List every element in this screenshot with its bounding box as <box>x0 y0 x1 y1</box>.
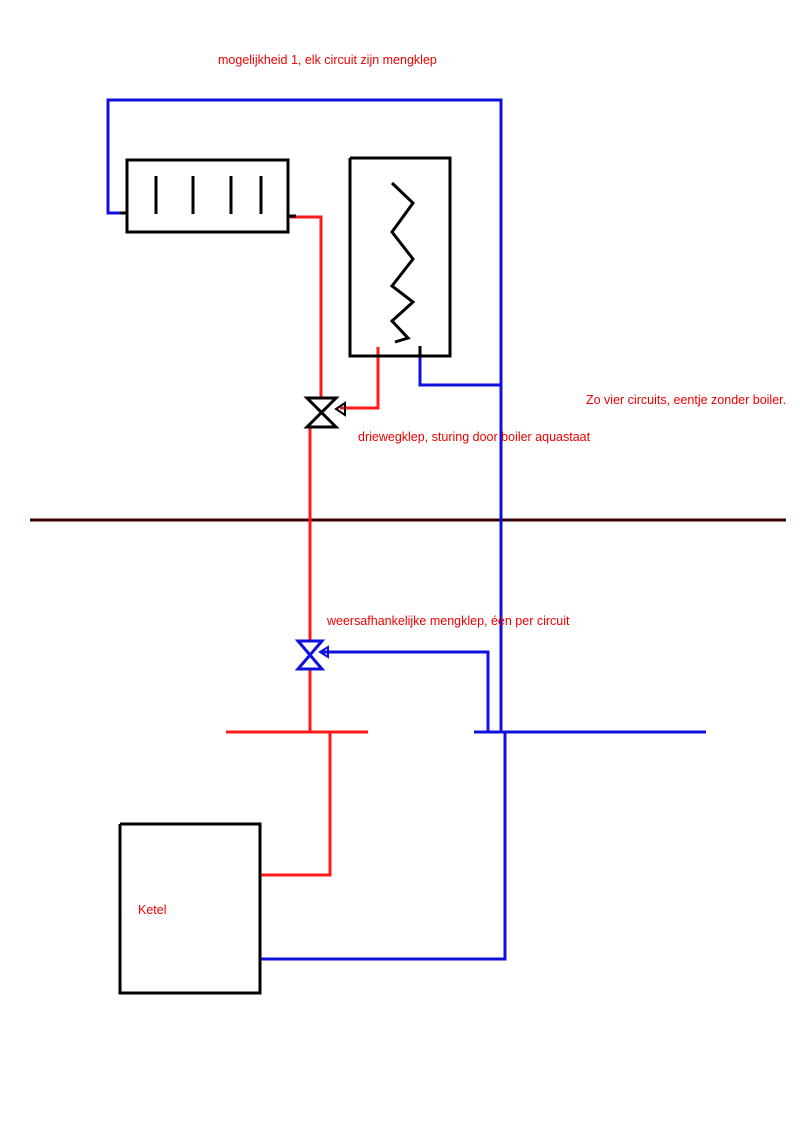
mixing-valve-icon <box>294 639 329 671</box>
three-way-valve-body <box>303 396 340 429</box>
boiler-label: Ketel <box>138 903 167 917</box>
three-way-valve-label: driewegklep, sturing door boiler aquasta… <box>358 430 591 444</box>
heating-coil <box>389 181 416 344</box>
three-way-valve-icon <box>303 396 346 429</box>
boiler-return-pipe <box>260 732 507 961</box>
radiator-icon <box>120 158 296 234</box>
boiler-casing <box>118 822 262 995</box>
mixing-valve-label: weersafhankelijke mengklep, één per circ… <box>326 614 570 628</box>
radiator-body <box>125 158 290 234</box>
mixing-valve-body <box>294 639 326 671</box>
supply-piping <box>226 215 380 877</box>
mixing-valve-arrow <box>318 645 329 659</box>
water-heater-return-pipe <box>418 350 501 387</box>
boiler-supply-pipe <box>260 732 332 877</box>
three-way-valve-actuator <box>334 401 346 417</box>
circuits-note-label: Zo vier circuits, eentje zonder boiler. <box>586 393 786 407</box>
return-loop-top <box>106 98 503 732</box>
return-piping <box>106 98 706 961</box>
boiler-icon <box>118 822 262 995</box>
water-heater-supply-pipe <box>340 347 380 410</box>
radiator-supply-pipe <box>290 215 323 399</box>
water-heater-icon <box>348 156 452 358</box>
water-heater-tank <box>348 156 452 358</box>
title-label: mogelijkheid 1, elk circuit zijn mengkle… <box>218 53 437 67</box>
mixing-valve-bypass-pipe <box>320 650 490 732</box>
